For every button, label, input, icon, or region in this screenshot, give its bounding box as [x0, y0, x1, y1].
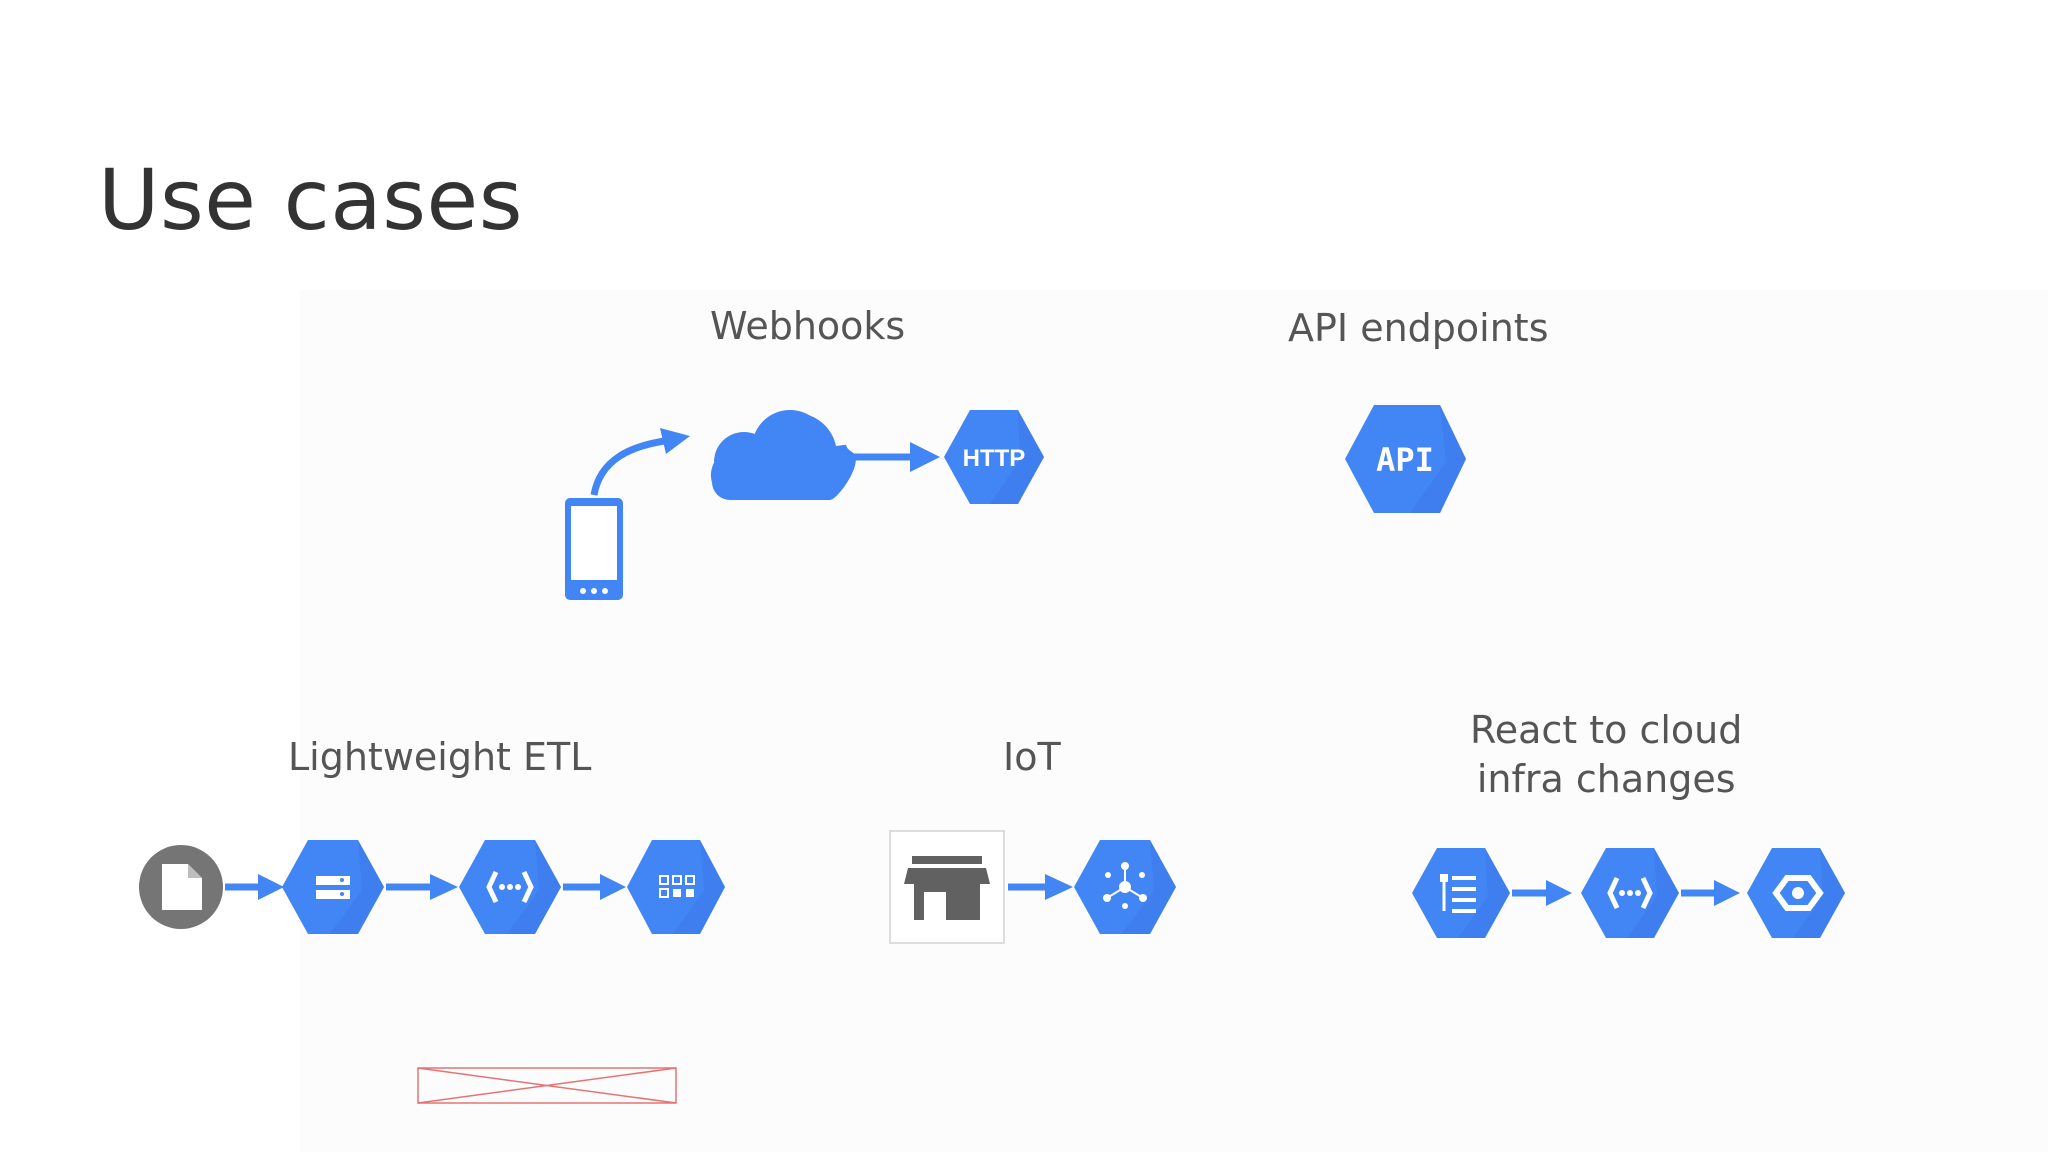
- api-text: API: [1376, 441, 1434, 479]
- arrowhead-phone-to-cloud: [660, 428, 690, 454]
- label-iot: IoT: [1003, 735, 1061, 779]
- label-react-line-1: React to cloud: [1470, 708, 1743, 752]
- functions-hexagon-icon: [1581, 848, 1679, 938]
- label-api-endpoints: API endpoints: [1288, 306, 1549, 350]
- http-text: HTTP: [963, 445, 1026, 472]
- api-hexagon-icon: API: [1345, 405, 1466, 513]
- file-icon: [139, 845, 223, 929]
- label-webhooks: Webhooks: [710, 304, 906, 348]
- label-lightweight-etl: Lightweight ETL: [288, 735, 592, 779]
- http-hexagon-icon: HTTP: [944, 410, 1044, 504]
- label-react-line-2: infra changes: [1476, 757, 1736, 802]
- cloud-icon: [710, 410, 856, 500]
- arrow-phone-to-cloud: [590, 436, 673, 496]
- storage-hexagon-icon: [282, 840, 384, 934]
- functions-hexagon-icon: [459, 840, 561, 934]
- slide-title: Use cases: [98, 151, 523, 249]
- logging-hexagon-icon: [1412, 848, 1510, 938]
- broken-image-icon: [417, 1067, 677, 1104]
- dataflow-hexagon-icon: [627, 840, 725, 934]
- pubsub-hexagon-icon: [1074, 840, 1176, 934]
- arrowhead-cloud-to-http: [910, 442, 940, 472]
- store-icon: [889, 830, 1005, 944]
- phone-icon: [565, 498, 623, 600]
- label-react-to-cloud: React to cloud infra changes: [1470, 706, 1742, 805]
- diagram-background: [300, 290, 2048, 1152]
- gcp-hexagon-icon: [1747, 848, 1845, 938]
